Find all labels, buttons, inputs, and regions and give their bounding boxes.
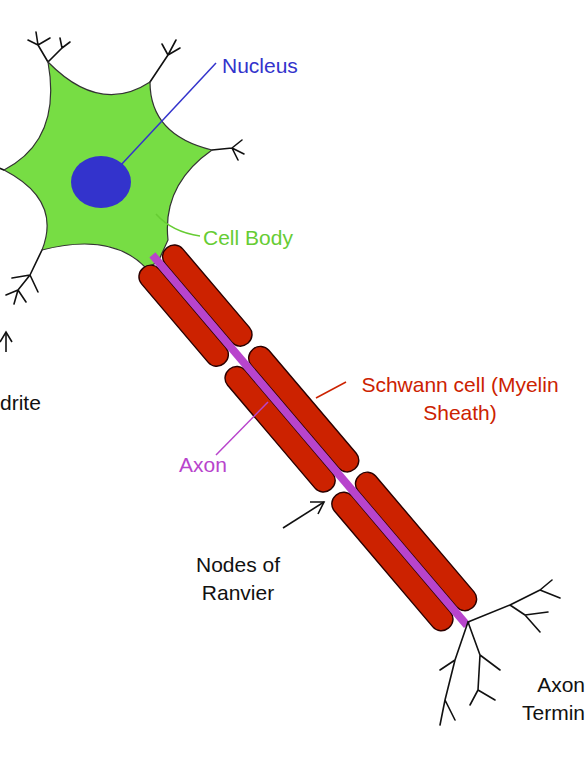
part-label: drite <box>0 389 80 417</box>
schwann-cells <box>134 241 481 636</box>
leader-line <box>156 214 200 236</box>
leader-line <box>316 382 346 398</box>
arrow-head <box>310 502 324 514</box>
dendrites <box>0 32 244 304</box>
part-label: Axon Termin <box>500 671 585 727</box>
terminal-branch <box>468 580 560 632</box>
pointer-arrow <box>283 502 324 528</box>
axon <box>152 255 467 625</box>
part-label: Nucleus <box>222 52 362 80</box>
terminal-branch <box>440 622 500 725</box>
dendrite-branch <box>212 140 244 160</box>
dendrite-branch <box>0 165 4 170</box>
dendrite-branch <box>6 250 42 304</box>
part-label: Nodes of Ranvier <box>178 551 298 607</box>
arrow-shaft <box>283 502 324 528</box>
myelinated-axon <box>132 237 488 642</box>
part-label: Axon <box>179 451 259 479</box>
part-label: Schwann cell (Myelin Sheath) <box>345 371 575 427</box>
leader-line <box>120 63 216 166</box>
dendrite-branch <box>28 32 70 62</box>
pointer-arrow <box>0 332 12 352</box>
schwann-cell <box>134 261 232 371</box>
part-label: Cell Body <box>203 224 353 252</box>
arrow-shaft <box>5 332 7 352</box>
schwann-cell <box>327 488 457 636</box>
leader-line <box>216 402 268 455</box>
schwann-cell <box>221 362 340 497</box>
cell-body <box>4 62 212 268</box>
arrow-head <box>0 332 12 342</box>
dendrite-branch <box>150 40 180 82</box>
